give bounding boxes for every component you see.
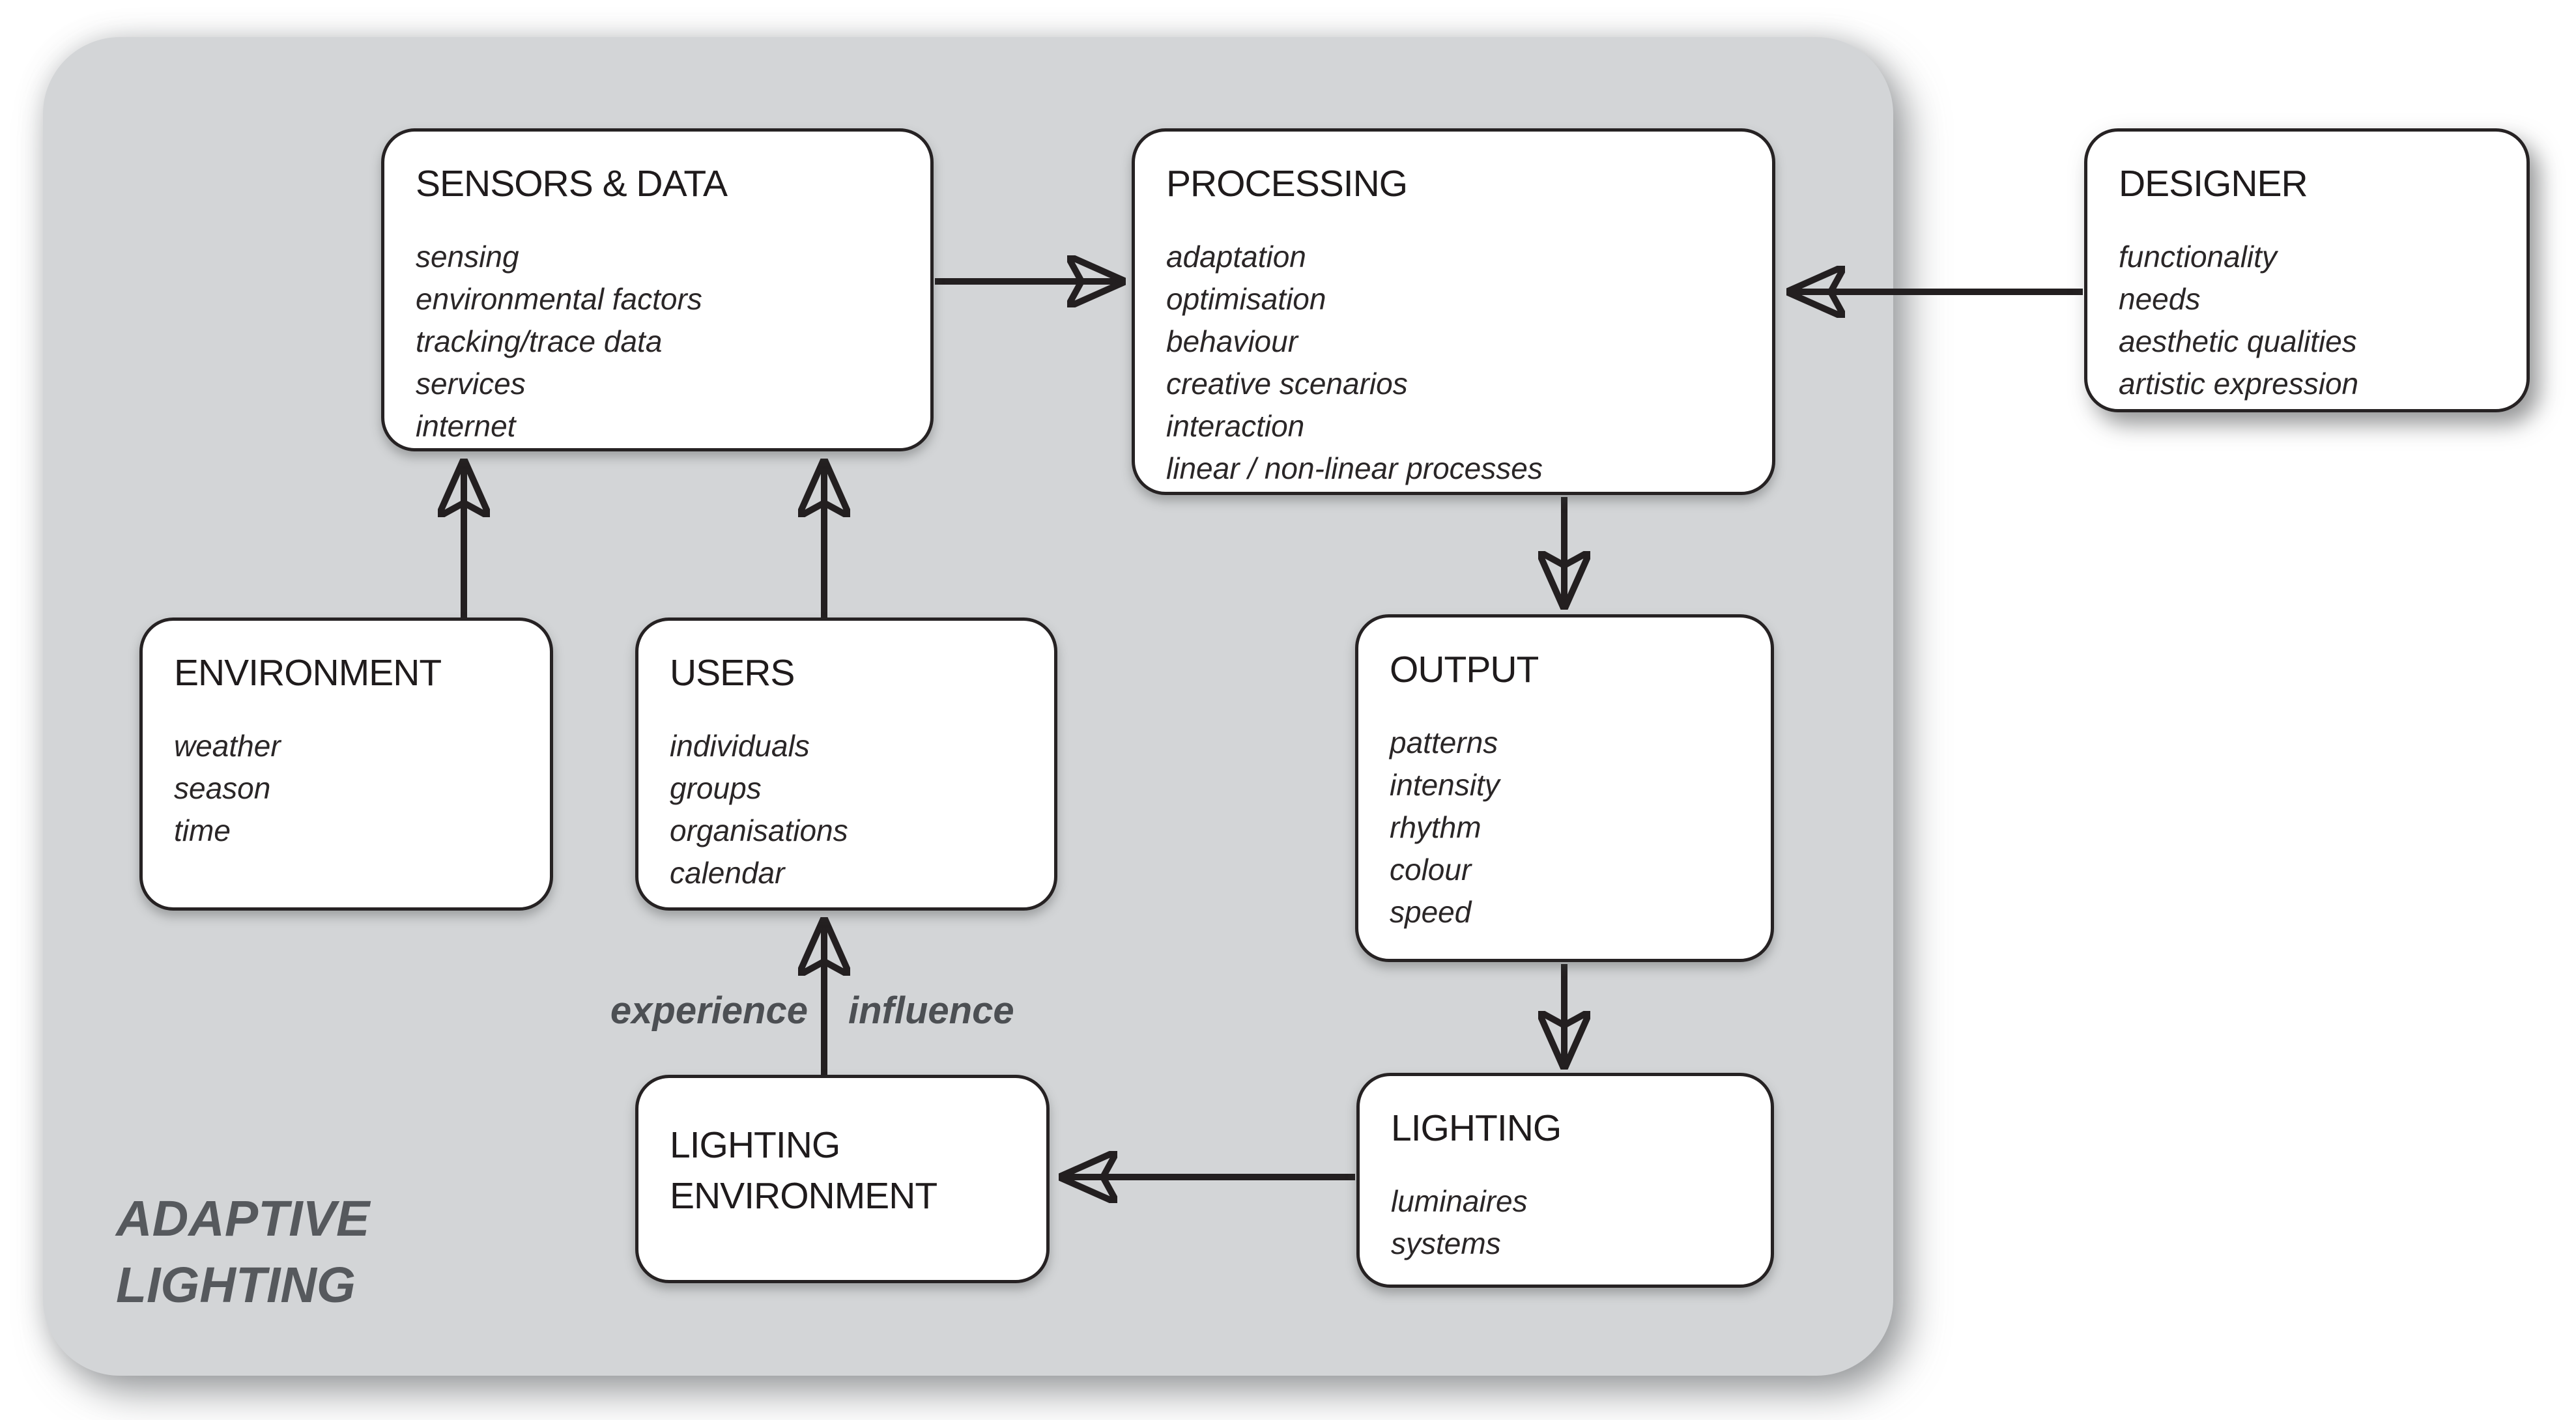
node-item: internet: [416, 409, 516, 443]
node-item: services: [416, 367, 526, 401]
node-items-lighting: luminaires systems: [1391, 1180, 1749, 1265]
node-items-designer: functionality needs aesthetic qualities art…: [2119, 236, 2504, 405]
node-title-output: OUTPUT: [1390, 649, 1539, 690]
node-lighting: LIGHTING luminaires systems: [1356, 1073, 1774, 1288]
node-item: rhythm: [1390, 810, 1481, 844]
node-item: aesthetic qualities: [2119, 324, 2357, 358]
node-title-lighting: LIGHTING: [1391, 1107, 1562, 1149]
node-item: patterns: [1390, 726, 1498, 760]
node-items-processing: adaptation optimisation behaviour creative …: [1166, 236, 1750, 490]
node-item: individuals: [670, 729, 810, 763]
node-item: groups: [670, 771, 762, 805]
node-item: season: [174, 771, 271, 805]
node-items-users: individuals groups organisations calendar: [670, 725, 1032, 894]
node-item: intensity: [1390, 768, 1500, 802]
node-item: linear / non-linear processes: [1166, 451, 1543, 485]
node-item: needs: [2119, 282, 2201, 316]
node-title-users: USERS: [670, 652, 795, 694]
node-item: luminaires: [1391, 1184, 1528, 1218]
node-item: behaviour: [1166, 324, 1298, 358]
node-designer: DESIGNER functionality needs aesthetic qua…: [2084, 128, 2530, 412]
node-item: optimisation: [1166, 282, 1326, 316]
node-item: weather: [174, 729, 281, 763]
node-title-environment: ENVIRONMENT: [174, 652, 442, 694]
node-item: speed: [1390, 895, 1472, 929]
flow-label-influence: influence: [848, 989, 1014, 1032]
diagram-label-line1: ADAPTIVE: [116, 1191, 370, 1247]
node-item: sensing: [416, 240, 519, 274]
node-title-designer: DESIGNER: [2119, 163, 2308, 205]
node-item: adaptation: [1166, 240, 1306, 274]
node-users: USERS individuals groups organisations cale…: [635, 618, 1057, 911]
node-item: interaction: [1166, 409, 1305, 443]
node-item: artistic expression: [2119, 367, 2359, 401]
node-title-lighting-environment: LIGHTING ENVIRONMENT: [670, 1124, 937, 1217]
diagram-label-adaptive-lighting: ADAPTIVE LIGHTING: [116, 1186, 369, 1318]
node-processing: PROCESSING adaptation optimisation behavio…: [1132, 128, 1775, 495]
node-output: OUTPUT patterns intensity rhythm colour spee…: [1355, 614, 1774, 962]
node-lighting-environment: LIGHTING ENVIRONMENT: [635, 1075, 1050, 1283]
node-item: colour: [1390, 853, 1472, 887]
node-items-output: patterns intensity rhythm colour speed: [1390, 722, 1749, 933]
node-sensors-data: SENSORS & DATA sensing environmental fact…: [381, 128, 934, 451]
node-item: time: [174, 814, 231, 847]
node-environment: ENVIRONMENT weather season time: [139, 618, 553, 911]
node-item: tracking/trace data: [416, 324, 663, 358]
flow-label-experience: experience: [610, 989, 808, 1032]
node-item: creative scenarios: [1166, 367, 1408, 401]
node-item: environmental factors: [416, 282, 702, 316]
node-item: systems: [1391, 1227, 1501, 1260]
diagram-label-line2: LIGHTING: [116, 1257, 356, 1313]
node-item: organisations: [670, 814, 848, 847]
node-item: calendar: [670, 856, 785, 890]
node-items-sensors-data: sensing environmental factors tracking/tra…: [416, 236, 908, 447]
node-title-processing: PROCESSING: [1166, 163, 1408, 205]
node-title-sensors-data: SENSORS & DATA: [416, 163, 728, 205]
node-items-environment: weather season time: [174, 725, 528, 852]
node-item: functionality: [2119, 240, 2277, 274]
